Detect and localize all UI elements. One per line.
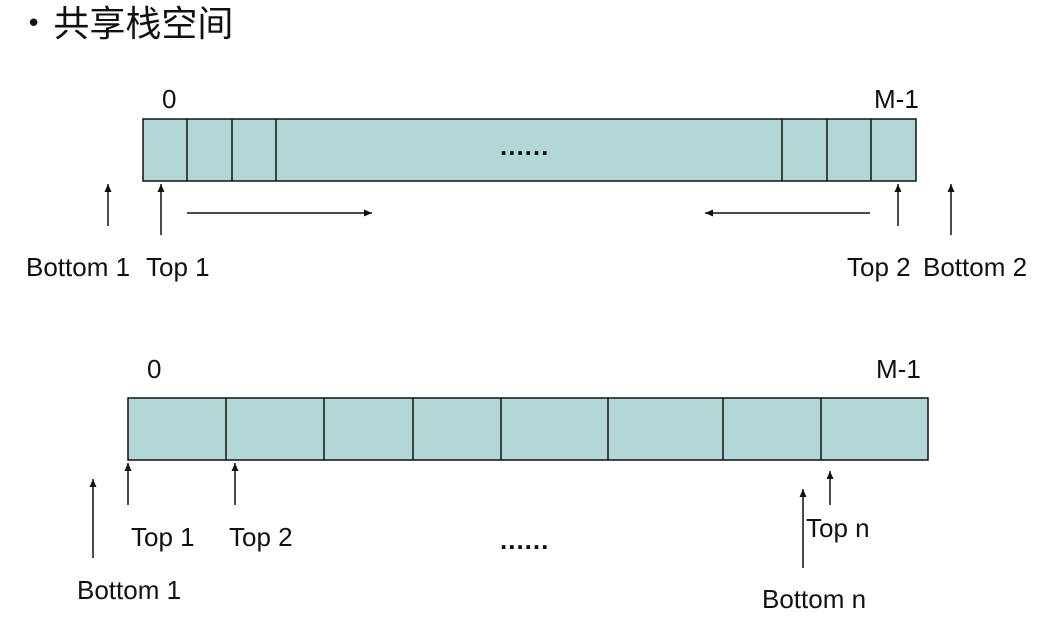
array-1-label-bottom1: Bottom 1 <box>26 252 131 282</box>
array-2-label-top1: Top 1 <box>131 522 195 552</box>
array-1 <box>142 118 917 182</box>
array-2-pointer-arrows <box>89 463 834 568</box>
array-2-label-top2: Top 2 <box>229 522 293 552</box>
array-1-label-top2: Top 2 <box>847 252 911 282</box>
array-2-body <box>127 397 929 461</box>
array-2-ellipsis: ...... <box>500 525 550 555</box>
array-1-index-end: M-1 <box>874 84 919 114</box>
array-2-label-bottom1: Bottom 1 <box>77 575 182 605</box>
array-2-index-start: 0 <box>147 354 162 384</box>
array-1-label-bottom2: Bottom 2 <box>923 252 1028 282</box>
array-2-label-topn: Top n <box>806 513 870 543</box>
array-1-ellipsis: ...... <box>500 131 550 161</box>
array-1-pointer-arrows <box>104 184 955 235</box>
array-2-index-end: M-1 <box>876 354 921 384</box>
array-1-body <box>142 118 917 182</box>
slide-title: • 共享栈空间 <box>26 2 233 47</box>
array-2-label-bottomn: Bottom n <box>762 584 867 614</box>
title-text: 共享栈空间 <box>53 4 234 45</box>
array-1-label-top1: Top 1 <box>146 252 210 282</box>
bullet-icon: • <box>26 9 42 39</box>
array-1-index-start: 0 <box>162 84 177 114</box>
array-2 <box>127 397 929 461</box>
